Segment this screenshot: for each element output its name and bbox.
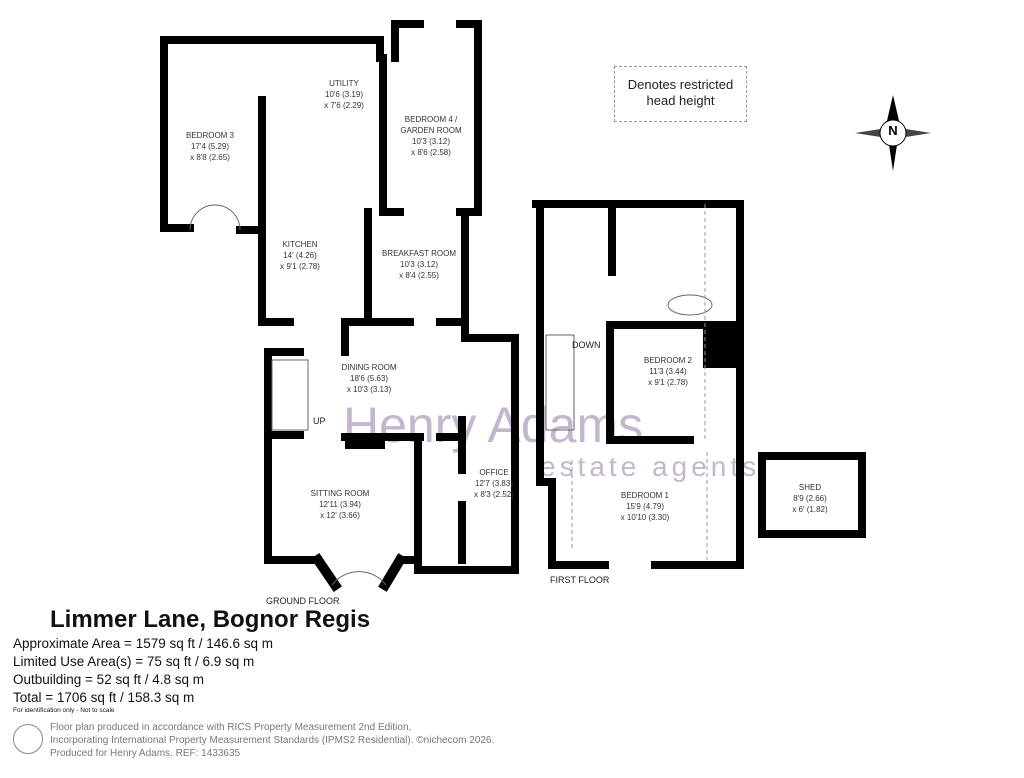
chimney-breast (703, 328, 737, 368)
legend-line: Denotes restricted (627, 77, 734, 92)
footer-notes: Floor plan produced in accordance with R… (50, 721, 494, 760)
person-icon (13, 724, 43, 754)
footer-line: Incorporating International Property Mea… (50, 735, 495, 746)
approximate-area: Approximate Area = 1579 sq ft / 146.6 sq… (13, 636, 274, 651)
first-floor-label: FIRST FLOOR (550, 575, 610, 585)
stairs-down-label: DOWN (572, 340, 601, 350)
footer-line: Floor plan produced in accordance with R… (50, 722, 412, 733)
watermark-logo: Henry Adams (343, 397, 644, 453)
shed-walls (758, 452, 866, 538)
legend-line: head height (646, 93, 715, 108)
property-title: Limmer Lane, Bognor Regis (50, 606, 371, 633)
compass-icon (855, 95, 931, 171)
staircase-ground (271, 359, 309, 431)
watermark-subtitle: estate agents (540, 451, 761, 482)
stairs-up-label: UP (313, 416, 326, 426)
total-area: Total = 1706 sq ft / 158.3 sq m (13, 690, 195, 705)
footer-line: Produced for Henry Adams. REF: 1433635 (50, 748, 241, 759)
limited-use-area: Limited Use Area(s) = 75 sq ft / 6.9 sq … (13, 654, 255, 669)
door-swing (189, 204, 387, 586)
disclaimer: For identification only - Not to scale (13, 707, 115, 714)
bath-icon (667, 294, 713, 316)
compass-north-label: N (888, 123, 898, 138)
restricted-height-line (571, 204, 708, 560)
staircase-first (545, 334, 575, 431)
bay-wall (311, 553, 407, 592)
outbuilding-area: Outbuilding = 52 sq ft / 4.8 sq m (13, 672, 204, 687)
chimney-breast (345, 437, 385, 449)
ground-floor-label: GROUND FLOOR (266, 596, 340, 606)
wall (532, 200, 744, 569)
